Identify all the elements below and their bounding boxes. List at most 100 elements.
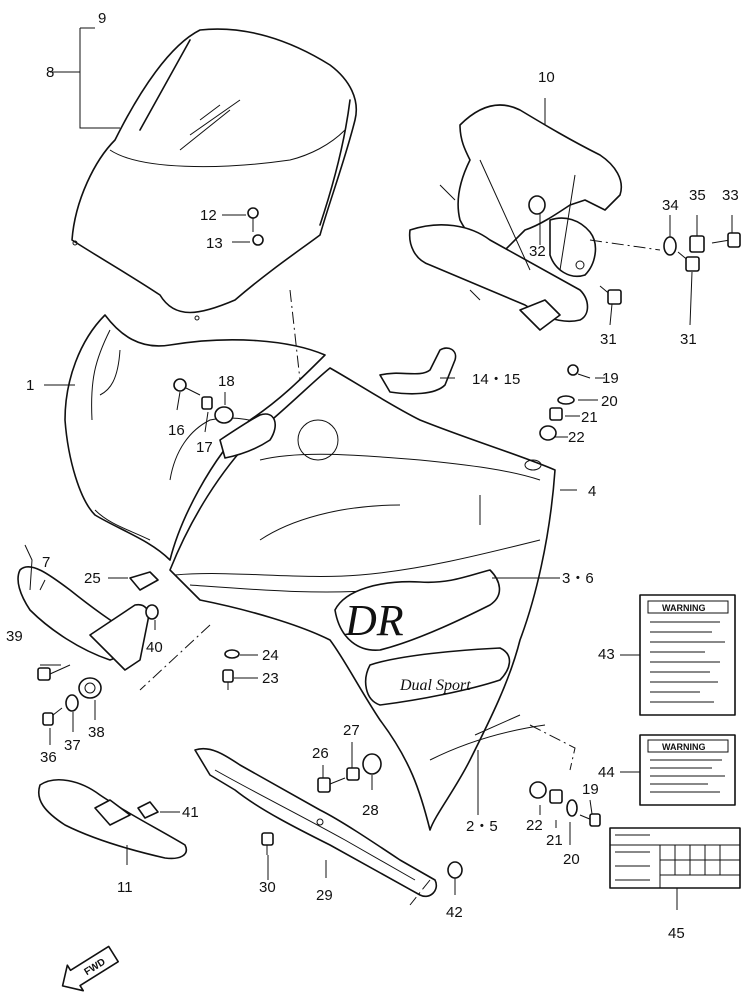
label-1: 1 [26,377,34,394]
bolt-39 [37,664,71,681]
label-34: 34 [662,197,679,214]
label-44: 44 [598,764,615,781]
bracket-14-15 [379,347,457,395]
grommet-22a [539,425,557,441]
washer-13 [252,234,264,246]
label-38: 38 [88,724,105,741]
label-45: 45 [668,925,685,942]
label-23: 23 [262,670,279,687]
warning-label-44: WARNING [639,734,736,806]
grommet-34 [663,236,677,256]
spacer-17 [201,396,213,410]
nut-35 [689,235,705,253]
label-4: 4 [588,483,596,500]
label-36: 36 [40,749,57,766]
dual-sport-text: Dual Sport [399,677,471,694]
screw-19a [567,364,591,379]
label-41: 41 [182,804,199,821]
label-2-5: 2・5 [466,818,498,835]
screw-30 [261,832,274,855]
label-39: 39 [6,628,23,645]
label-22a: 22 [568,429,585,446]
bolt-12 [247,207,259,232]
bolt-31a [599,285,622,305]
part-labels: 9 8 10 12 13 1 16 17 18 14・15 19 20 21 2… [6,10,739,942]
label-17: 17 [196,439,213,456]
label-20b: 20 [563,851,580,868]
warning-label-43: WARNING [639,594,736,716]
label-8: 8 [46,64,54,81]
label-25: 25 [84,570,101,587]
spacer-27 [346,767,360,781]
label-43: 43 [598,646,615,663]
washer-25 [129,571,159,591]
rivet-36 [42,707,63,726]
collar-32 [528,195,546,215]
label-7: 7 [42,554,50,571]
label-31b: 31 [680,331,697,348]
label-13: 13 [206,235,223,252]
warning-label-44-title: WARNING [662,742,706,752]
inner-cowl [64,314,326,561]
label-28: 28 [362,802,379,819]
label-22b: 22 [526,817,543,834]
dr-logo-text: DR [344,596,404,645]
brace-plate [194,747,438,898]
cap-37 [65,694,79,712]
screw-23 [222,669,234,690]
label-11: 11 [117,879,133,896]
grommet-38 [78,677,102,699]
dr-logo-decal: DR [334,569,501,651]
label-21a: 21 [581,409,598,426]
label-14-15: 14・15 [472,371,520,388]
label-29: 29 [316,887,333,904]
label-3-6: 3・6 [562,570,594,587]
label-10: 10 [538,69,555,86]
dual-sport-decal: Dual Sport [364,647,546,761]
label-40: 40 [146,639,163,656]
info-label-45 [609,827,741,889]
label-19a: 19 [602,370,619,387]
label-18: 18 [218,373,235,390]
warning-label-43-title: WARNING [662,603,706,613]
screw-19b [579,813,601,827]
label-37: 37 [64,737,81,754]
label-26: 26 [312,745,329,762]
clip-41 [137,801,159,819]
side-panel [17,544,150,671]
washer-24 [224,649,240,659]
leader-lines [39,98,733,910]
grommet-18 [214,406,234,424]
windscreen [71,28,357,321]
spacer-21b [549,789,563,804]
grommet-22b [529,781,547,799]
label-20a: 20 [601,393,618,410]
grommet-28 [362,753,382,775]
washer-20a [557,395,575,405]
label-30: 30 [259,879,276,896]
label-33: 33 [722,187,739,204]
label-31a: 31 [600,331,617,348]
label-35: 35 [689,187,706,204]
bolt-33 [711,232,741,248]
label-24: 24 [262,647,279,664]
label-16: 16 [168,422,185,439]
lower-cover [38,779,187,860]
spacer-21a [549,407,563,421]
nut-42 [447,861,463,879]
bolt-31b [677,251,700,272]
label-19b: 19 [582,781,599,798]
label-12: 12 [200,207,217,224]
label-32: 32 [529,243,546,260]
center-bracket [219,413,276,459]
label-21b: 21 [546,832,563,849]
nut-40 [145,604,159,620]
cowl-brace [408,104,622,331]
screw-16 [173,378,201,396]
label-9: 9 [98,10,106,27]
label-27: 27 [343,722,360,739]
label-42: 42 [446,904,463,921]
fwd-arrow-icon: FWD [61,945,120,992]
bolt-26 [317,777,346,793]
